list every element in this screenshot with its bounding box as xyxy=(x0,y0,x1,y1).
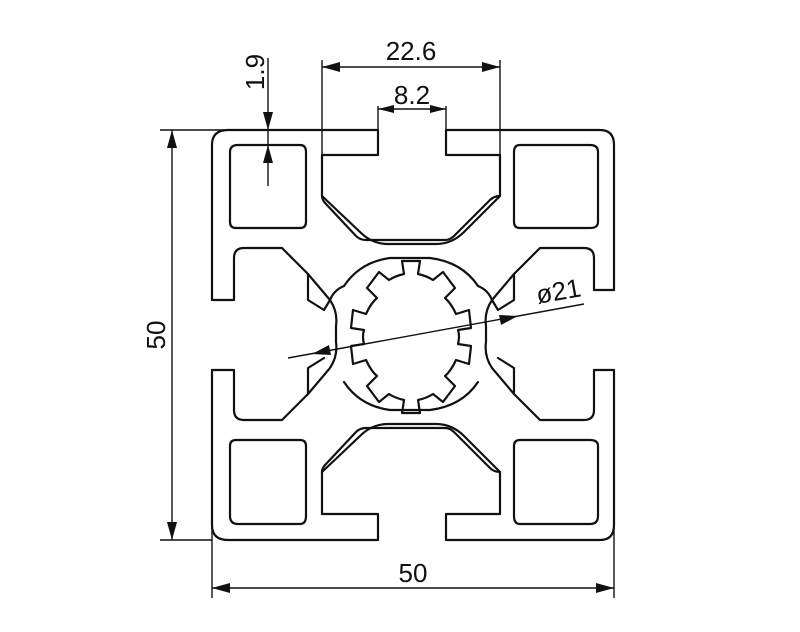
slot-opening-label: 22.6 xyxy=(386,36,437,66)
height-label: 50 xyxy=(141,321,171,350)
slot-neck-label: 8.2 xyxy=(394,80,430,110)
dimension-height: 50 xyxy=(141,129,228,541)
width-label: 50 xyxy=(399,558,428,588)
core-bore-label: ø21 xyxy=(534,272,583,309)
dimension-wall: 1.9 xyxy=(240,54,273,186)
dimension-slot-neck: 8.2 xyxy=(377,80,447,130)
dimension-core-bore: ø21 xyxy=(287,272,585,359)
dimension-width: 50 xyxy=(211,525,615,598)
inner-chambers xyxy=(228,143,600,526)
dimension-slot-opening: 22.6 xyxy=(321,36,501,155)
wall-label: 1.9 xyxy=(240,54,270,90)
center-core xyxy=(342,256,480,415)
